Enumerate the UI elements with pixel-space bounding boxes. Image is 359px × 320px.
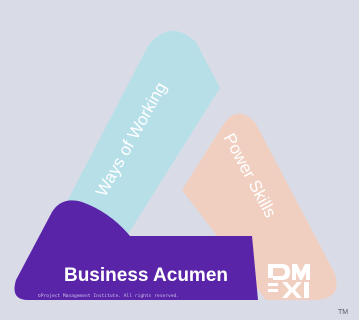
business-acumen-base bbox=[14, 200, 258, 300]
trademark-symbol: TM bbox=[338, 309, 348, 316]
ways-of-working-side bbox=[60, 30, 220, 250]
copyright-notice: ©Project Management Institute. All right… bbox=[38, 293, 179, 299]
pmi-logo bbox=[268, 264, 310, 298]
power-skills-side bbox=[182, 113, 337, 300]
business-acumen-label: Business Acumen bbox=[64, 265, 228, 286]
